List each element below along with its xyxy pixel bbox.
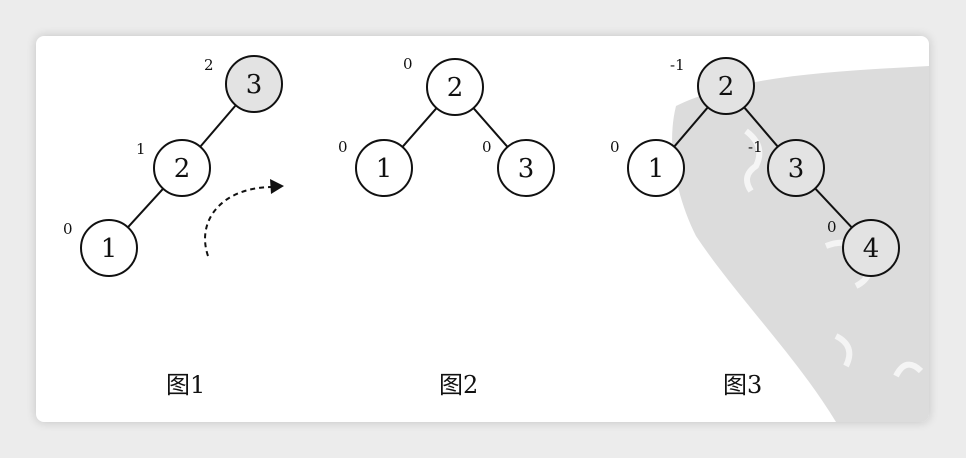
node-label: 2 — [718, 72, 735, 102]
rotation-arrow-head — [270, 179, 284, 194]
tree-edge — [814, 187, 853, 229]
tree-edge — [673, 106, 709, 148]
tree-edge — [743, 106, 779, 148]
balance-factor-label: 0 — [482, 138, 492, 156]
balance-factor-label: 0 — [403, 55, 413, 73]
tree-node-1: 10 — [63, 219, 138, 277]
tree-node-2: 20 — [403, 55, 484, 116]
balance-factor-label: -1 — [670, 56, 685, 74]
node-label: 1 — [101, 234, 118, 264]
node-label: 3 — [246, 70, 263, 100]
node-circle — [225, 55, 283, 113]
watermark-swirls — [744, 128, 924, 378]
tree-edge — [199, 104, 237, 148]
node-label: 2 — [174, 154, 191, 184]
balance-factor-label: 1 — [136, 140, 146, 158]
node-circle — [80, 219, 138, 277]
node-circle — [697, 57, 755, 115]
tree-node-3: 3 -1 — [748, 138, 825, 197]
node-circle — [842, 219, 900, 277]
balance-factor-label: 0 — [610, 138, 620, 156]
balance-factor-label: 2 — [204, 56, 214, 74]
node-circle — [426, 58, 484, 116]
balance-factor-label: 0 — [338, 138, 348, 156]
tree-edge — [401, 107, 438, 148]
node-label: 4 — [863, 234, 880, 264]
balance-factor-label: 0 — [827, 218, 837, 236]
tree-edge — [472, 107, 509, 148]
tree-node-1: 10 — [610, 138, 685, 197]
balance-factor-label: 0 — [63, 220, 73, 238]
tree-node-3: 32 — [204, 55, 283, 113]
rotation-arrow — [204, 179, 284, 257]
figure-caption: 图3 — [723, 371, 762, 399]
tree-node-3: 30 — [482, 138, 555, 197]
node-circle — [497, 139, 555, 197]
node-label: 2 — [447, 73, 464, 103]
node-circle — [153, 139, 211, 197]
watermark-shape — [672, 66, 929, 422]
figure-caption: 图2 — [439, 371, 478, 399]
figure-caption: 图1 — [166, 371, 205, 399]
node-label: 1 — [376, 154, 393, 184]
node-label: 3 — [518, 154, 535, 184]
node-circle — [355, 139, 413, 197]
node-label: 3 — [788, 154, 805, 184]
tree-node-2: 2 -1 — [670, 56, 755, 115]
rotation-arrow-curve — [204, 186, 272, 257]
node-label: 1 — [648, 154, 665, 184]
tree-node-1: 10 — [338, 138, 413, 197]
tree-node-4: 40 — [827, 218, 900, 277]
balance-factor-label: -1 — [748, 138, 763, 156]
tree-node-2: 21 — [136, 139, 211, 197]
tree-edge — [127, 188, 164, 228]
node-circle — [767, 139, 825, 197]
node-circle — [627, 139, 685, 197]
